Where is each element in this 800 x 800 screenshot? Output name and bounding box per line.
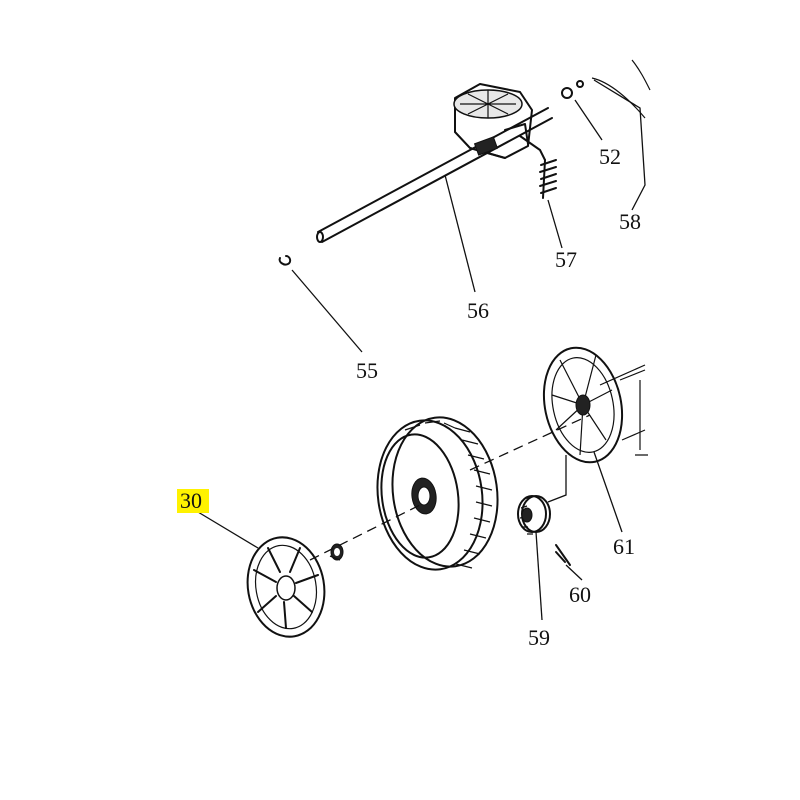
wheel xyxy=(376,416,499,571)
part-label-55: 55 xyxy=(356,358,378,383)
part-label-58: 58 xyxy=(619,209,641,234)
highlight-marker xyxy=(177,489,209,513)
part-label-52: 52 xyxy=(599,144,621,169)
hub-cap-right xyxy=(542,346,646,464)
part-label-60: 60 xyxy=(569,582,591,607)
pin xyxy=(555,544,571,566)
leader-lines xyxy=(197,79,646,621)
part-label-61: 61 xyxy=(613,534,635,559)
gear xyxy=(517,495,551,535)
clip xyxy=(278,255,292,266)
spring xyxy=(539,159,557,199)
part-label-57: 57 xyxy=(555,247,577,272)
frame-edge xyxy=(635,380,648,456)
part-label-56: 56 xyxy=(467,298,489,323)
hub-cap-left xyxy=(246,536,326,638)
axis-line-far-right xyxy=(599,364,646,386)
nut xyxy=(330,543,344,561)
part-label-30: 30 xyxy=(180,488,202,513)
axis-line-right xyxy=(469,414,591,471)
part-label-59: 59 xyxy=(528,625,550,650)
axis-line-left xyxy=(309,504,421,561)
